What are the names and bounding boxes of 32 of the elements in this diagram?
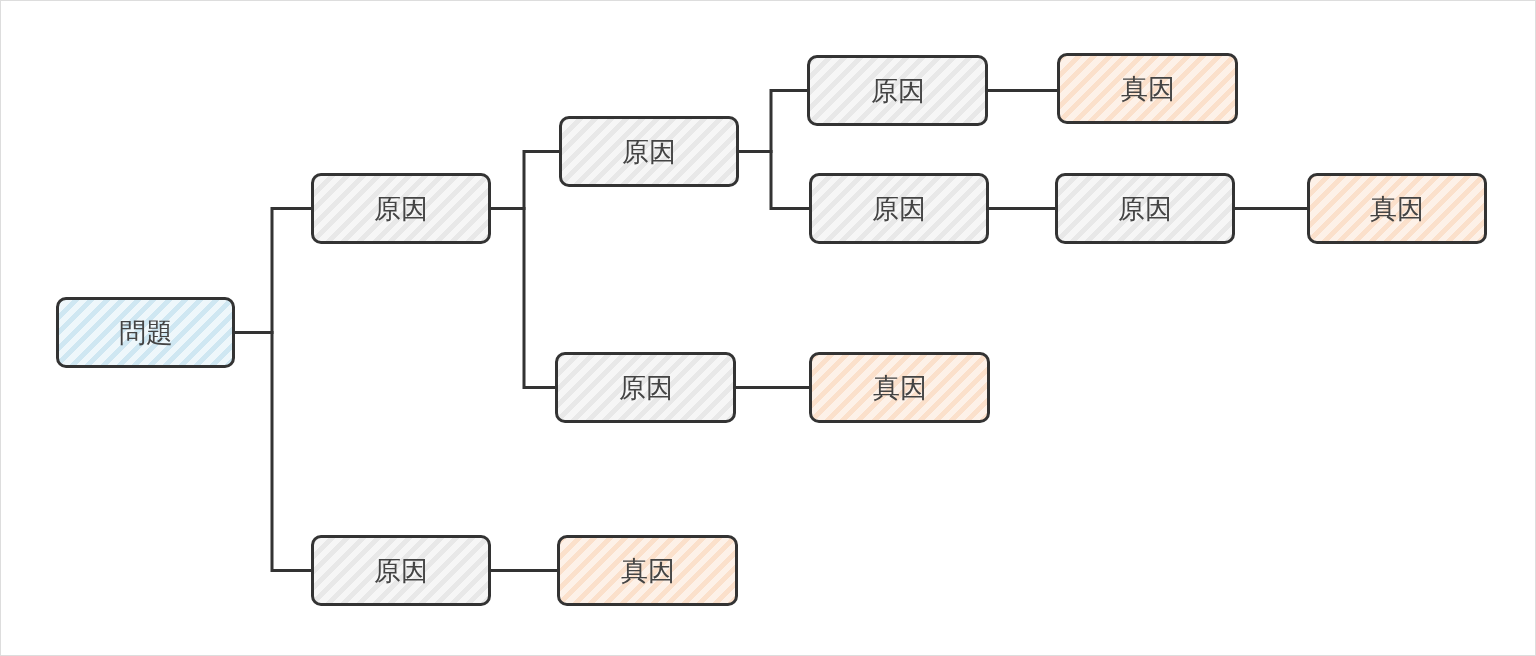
connector-line [235,331,311,572]
node-label: 原因 [872,191,926,226]
connector-line [491,569,557,572]
cause-box [555,352,736,423]
root-cause-box [557,535,738,606]
root-cause-box [1307,173,1487,244]
cause-box [559,116,739,187]
connector-line [988,89,1057,92]
node-label: 真因 [620,553,675,588]
cause-box [311,173,491,244]
node-label: 問題 [118,315,173,350]
connector-line [491,207,555,389]
cause-box [311,535,491,606]
node-label: 原因 [374,191,428,226]
cause-box [1055,173,1235,244]
cause-box [809,173,989,244]
node-label: 原因 [1118,191,1172,226]
problem-box [56,297,235,368]
node-label: 原因 [870,73,925,108]
connector-line [1235,207,1307,210]
node-label: 原因 [618,370,673,405]
connector-line [739,150,809,210]
node-label: 真因 [872,370,927,405]
root-cause-box [1057,53,1238,124]
node-label: 原因 [374,553,428,588]
connector-line [989,207,1055,210]
connector-line [736,386,809,389]
root-cause-box [809,352,990,423]
node-label: 真因 [1370,191,1424,226]
node-label: 原因 [622,134,676,169]
cause-box [807,55,988,126]
node-label: 真因 [1120,71,1175,106]
